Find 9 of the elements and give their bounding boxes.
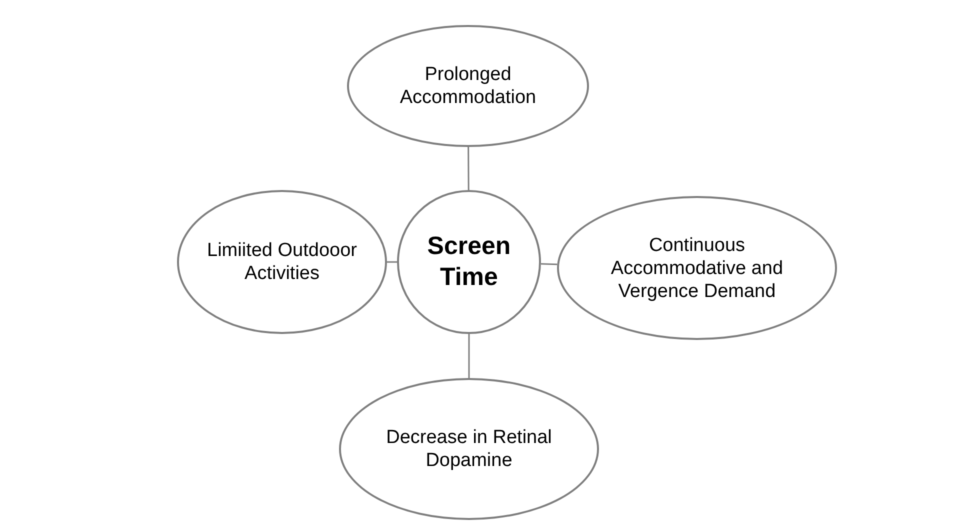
connector-line [468, 147, 470, 190]
connector-line [540, 263, 558, 266]
node-label: Decrease in Retinal Dopamine [385, 426, 553, 472]
node-label: Continuous Accommodative and Vergence Demand [610, 234, 784, 302]
connector-line [387, 261, 397, 263]
node-label: Limiited Outdooor Activities [207, 239, 357, 285]
node-label: Screen Time [426, 231, 512, 293]
node-label: Prolonged Accommodation [398, 63, 538, 109]
connector-line [468, 334, 470, 378]
